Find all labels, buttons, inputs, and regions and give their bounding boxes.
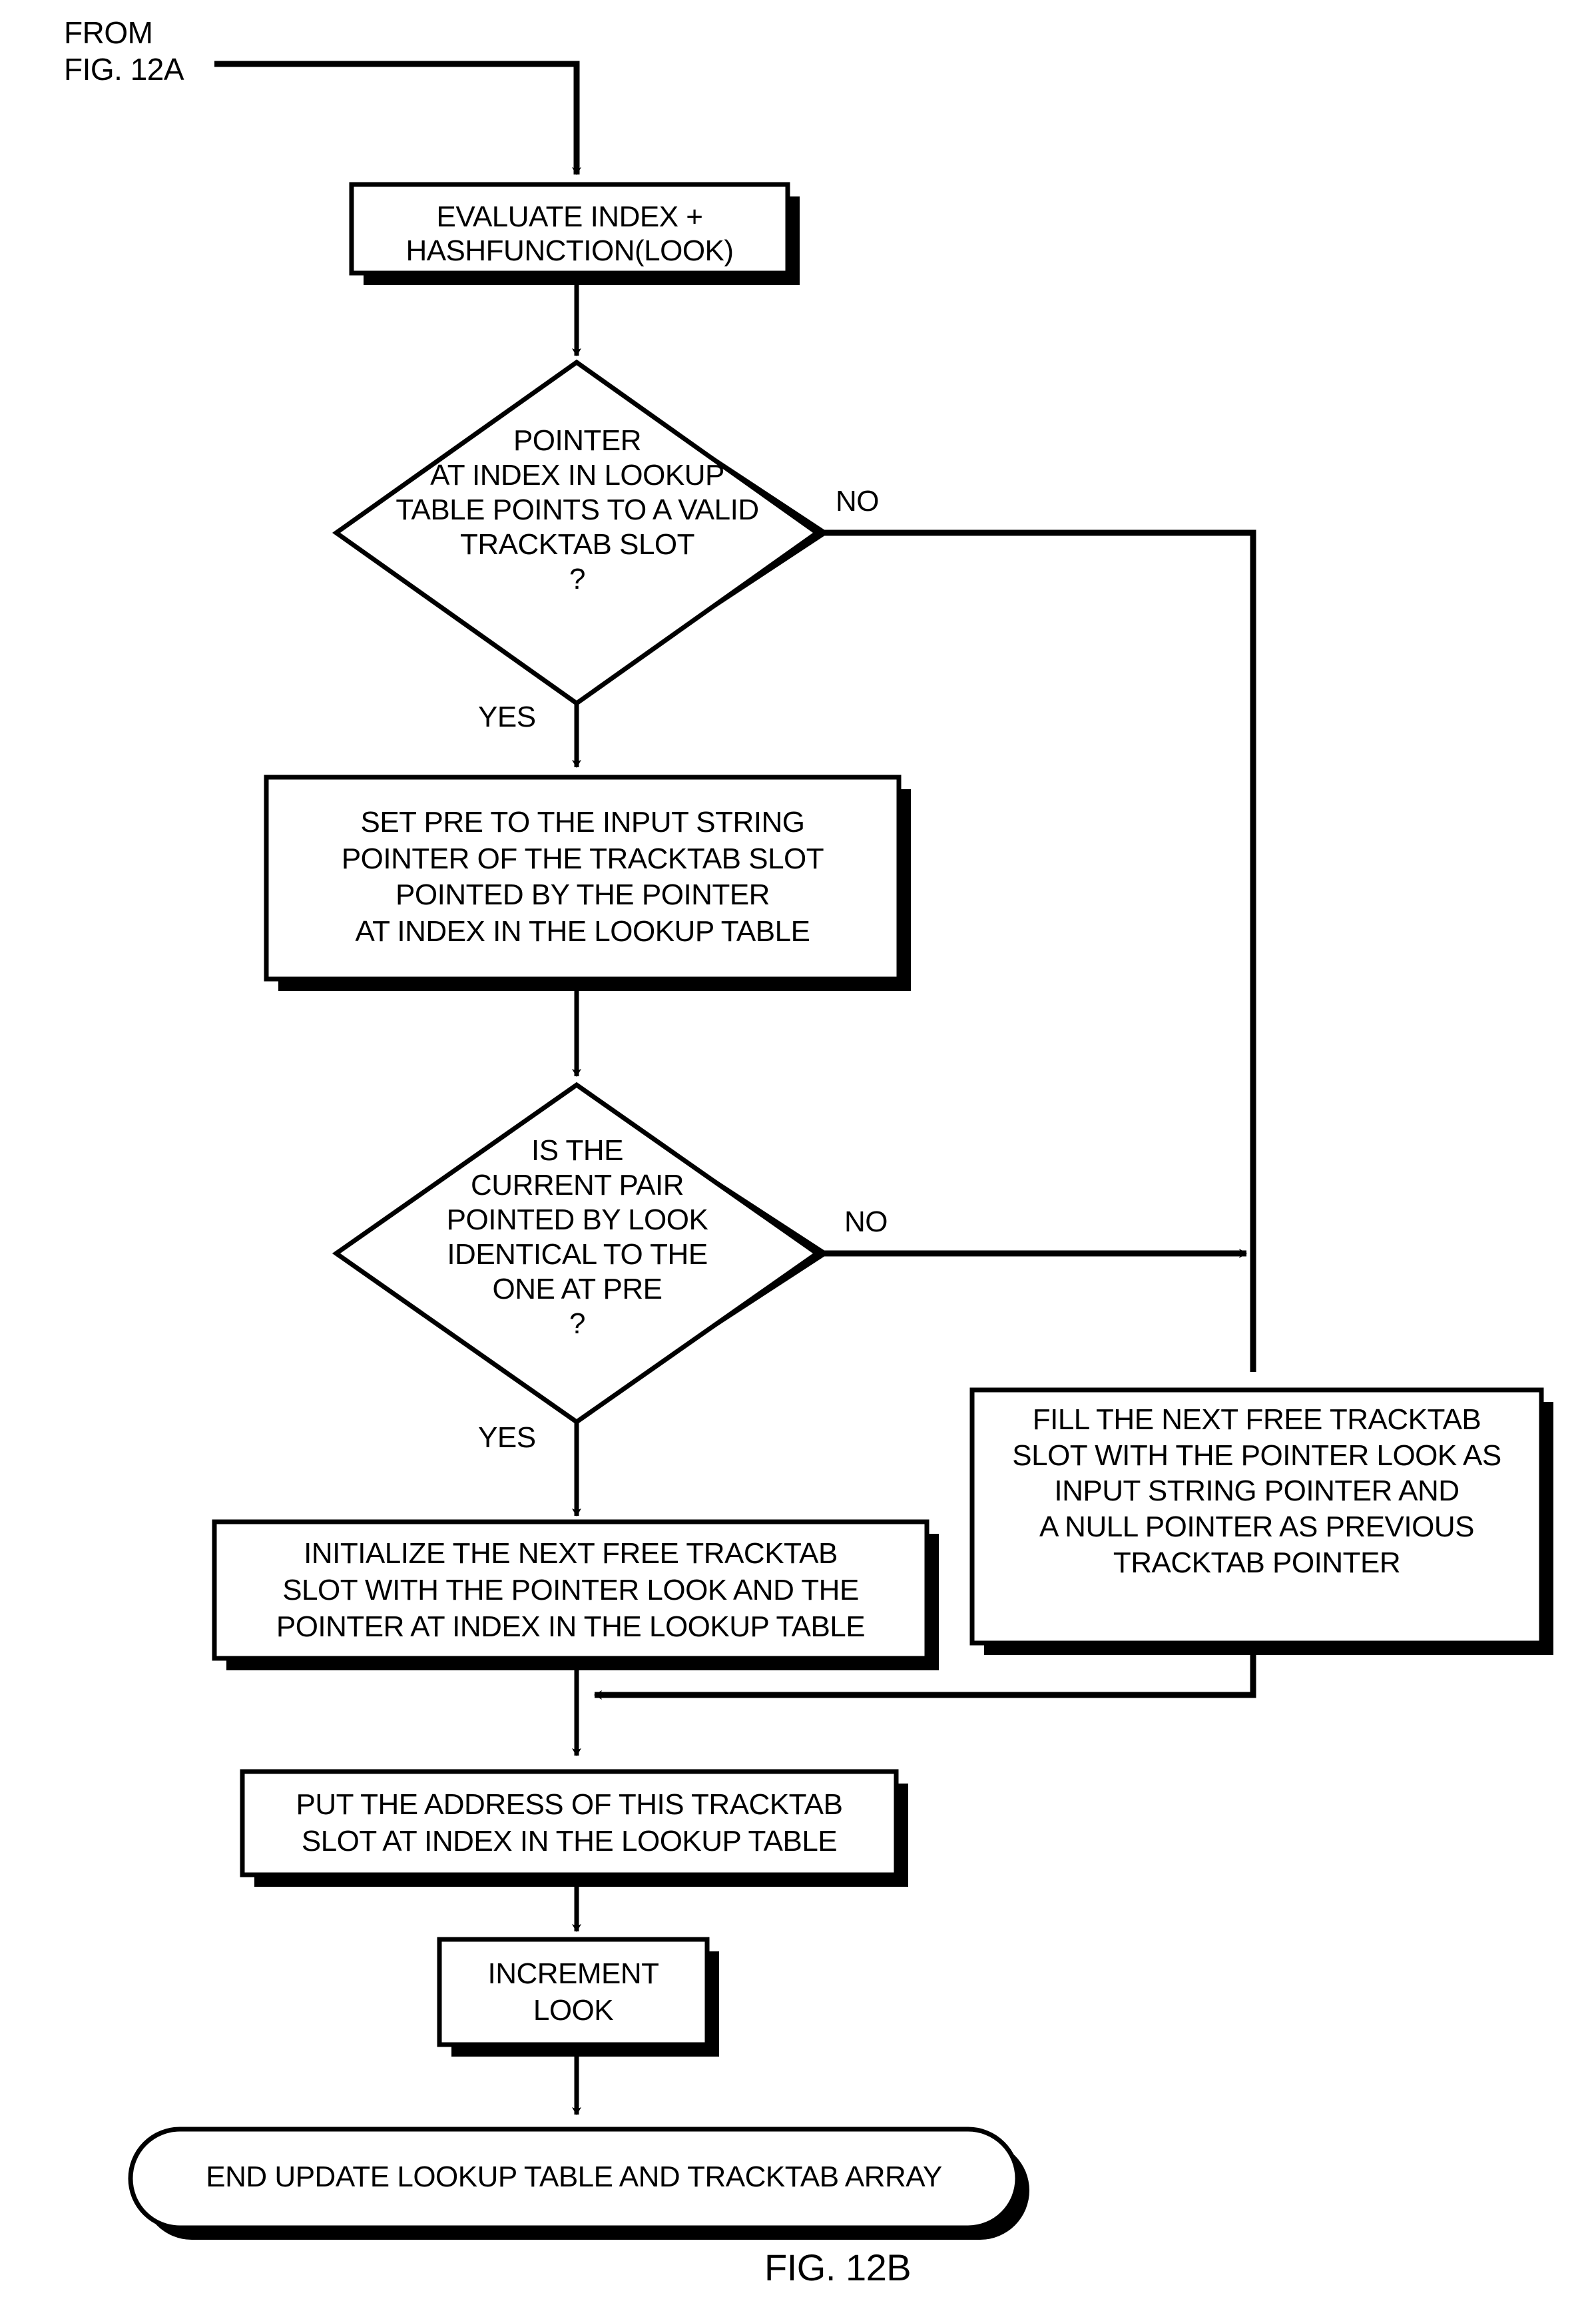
fill-next-free-node-label: FILL THE NEXT FREE TRACKTAB SLOT WITH TH… (1012, 1403, 1501, 1579)
evaluate-node-shape (349, 182, 800, 285)
entry-label-from-fig-12a: FROM FIG. 12A (64, 15, 184, 87)
end-terminator-label: END UPDATE LOOKUP TABLE AND TRACKTAB ARR… (206, 2160, 942, 2193)
set-pre-node-shape (264, 775, 911, 991)
decision1-shape (332, 359, 829, 707)
increment-look-node-label: INCREMENT LOOK (487, 1957, 659, 2027)
figure-caption: FIG. 12B (764, 2246, 912, 2288)
edge-label-yes-2: YES (478, 1421, 536, 1454)
decision2-label: IS THE CURRENT PAIR POINTED BY LOOK IDEN… (446, 1134, 708, 1340)
no-branch-1-connector (817, 529, 1256, 1372)
edge-label-no-1: NO (836, 485, 880, 517)
initialize-node-shape (212, 1519, 939, 1670)
entry-connector (214, 61, 581, 175)
fill-next-free-node-shape (969, 1387, 1553, 1655)
end-terminator-shape (128, 2127, 1029, 2240)
decision1-label: POINTER AT INDEX IN LOOKUP TABLE POINTS … (396, 424, 759, 595)
put-address-node-label: PUT THE ADDRESS OF THIS TRACKTAB SLOT AT… (296, 1788, 844, 1857)
put-address-node-shape (240, 1769, 908, 1887)
evaluate-node-label: EVALUATE INDEX + HASHFUNCTION(LOOK) (405, 200, 734, 268)
fill-merge-connector (594, 1643, 1256, 1700)
decision2-shape (332, 1082, 829, 1425)
edge-label-yes-1: YES (478, 701, 536, 733)
increment-look-node-shape (437, 1937, 719, 2057)
initialize-node-label: INITIALIZE THE NEXT FREE TRACKTAB SLOT W… (276, 1537, 866, 1643)
edge-label-no-2: NO (844, 1205, 888, 1238)
set-pre-node-label: SET PRE TO THE INPUT STRING POINTER OF T… (341, 806, 824, 948)
